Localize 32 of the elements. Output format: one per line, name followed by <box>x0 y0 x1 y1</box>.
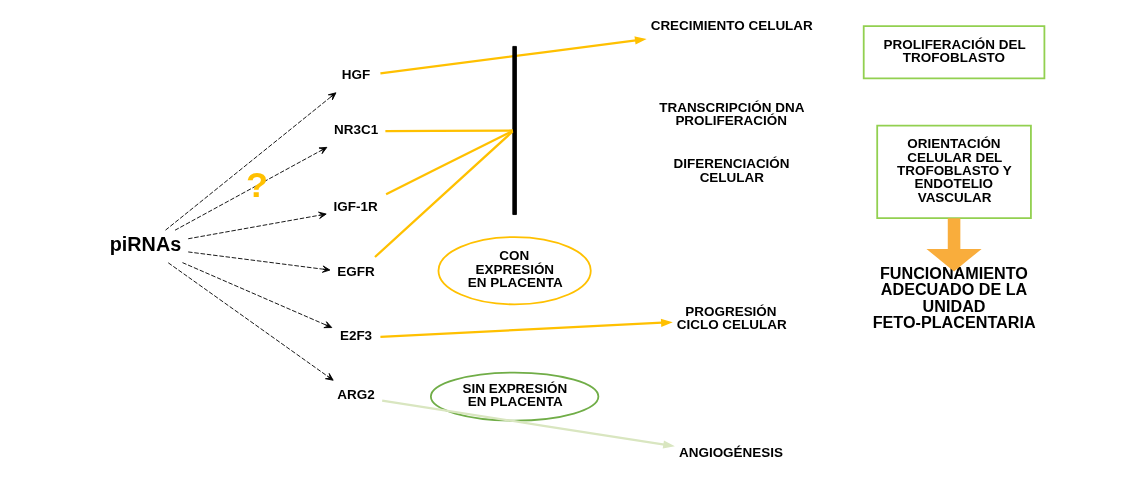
node-text: ARG2 <box>336 386 375 402</box>
connector <box>385 129 513 196</box>
node-text: E2F3 <box>339 328 372 344</box>
connector <box>373 130 513 258</box>
node-box: ORIENTACIÓN CELULAR DEL TROFOBLASTO Y ENDOTELIO VASCULAR <box>875 124 1032 220</box>
connector <box>384 129 513 133</box>
node-box: PROLIFERACIÓN DEL TROFOBLASTO <box>862 25 1045 80</box>
node-text: ANGIOGÉNESIS <box>678 445 783 461</box>
arrow <box>174 146 327 231</box>
arrow <box>181 262 332 329</box>
node-ellipse: SIN EXPRESIÓN EN PLACENTA <box>429 371 599 422</box>
arrow <box>187 251 330 273</box>
node-text: PROGRESIÓN CICLO CELULAR <box>676 303 787 333</box>
arrow <box>379 36 647 75</box>
arrow <box>164 92 336 231</box>
arrow <box>925 218 982 272</box>
label: ? <box>245 164 268 205</box>
node-bar <box>511 46 517 215</box>
node-text: CRECIMIENTO CELULAR <box>650 18 813 34</box>
node-text: TRANSCRIPCIÓN DNA PROLIFERACIÓN <box>658 99 804 129</box>
node-text: HGF <box>341 66 370 82</box>
arrow <box>381 399 675 449</box>
node-text: FUNCIONAMIENTO ADECUADO DE LA UNIDAD FETO-PLACENTARIA <box>872 264 1036 331</box>
arrow <box>379 318 673 339</box>
node-text: IGF-1R <box>333 198 378 214</box>
node-text: NR3C1 <box>333 121 378 137</box>
arrow <box>187 211 327 240</box>
arrow <box>167 262 334 381</box>
node-text: piRNAs <box>109 232 181 255</box>
node-ellipse: CON EXPRESIÓN EN PLACENTA <box>437 236 592 306</box>
node-text: EGFR <box>336 263 375 279</box>
node-text: DIFERENCIACIÓN CELULAR <box>673 156 790 185</box>
